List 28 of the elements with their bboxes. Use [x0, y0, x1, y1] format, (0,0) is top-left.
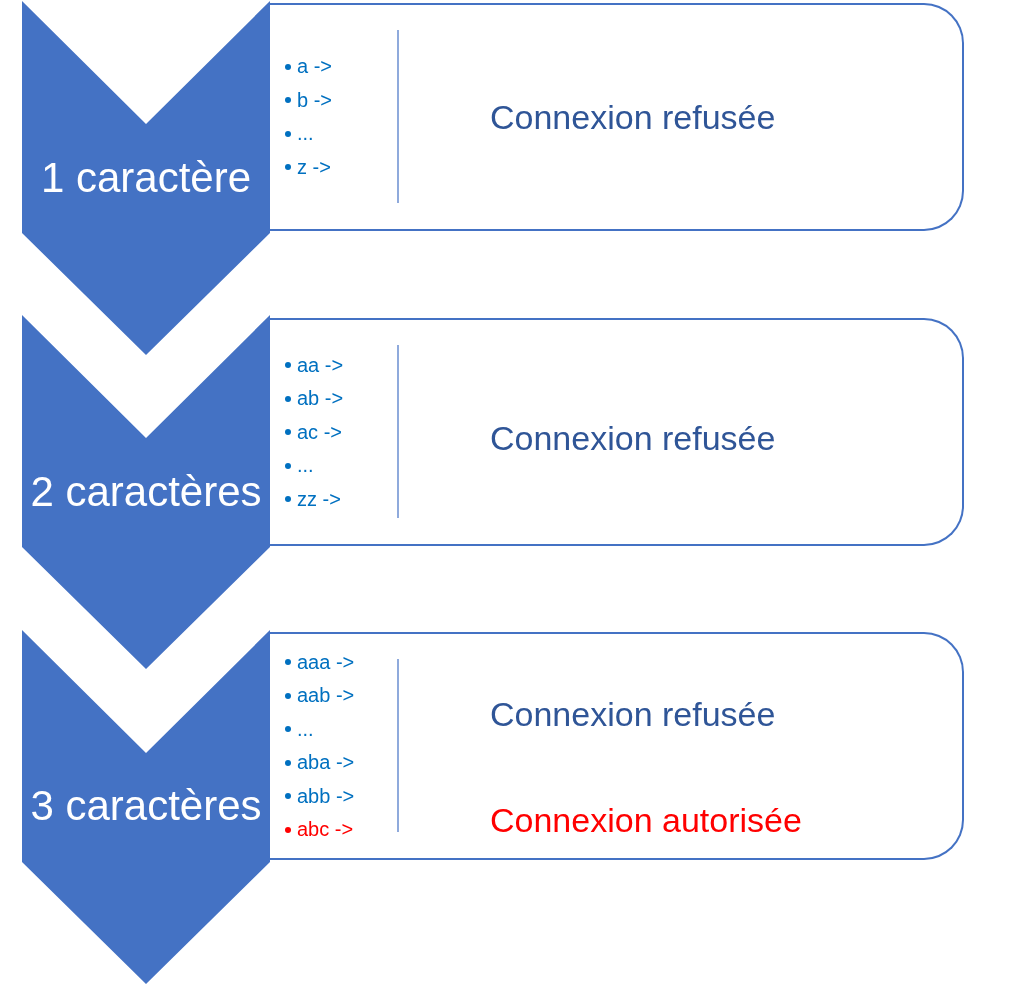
list-item-text: z -> — [297, 155, 331, 179]
status-text: Connexion refusée — [490, 694, 776, 735]
list-item-text: b -> — [297, 88, 333, 112]
list-item-text: ac -> — [297, 420, 343, 444]
list-item-text: ... — [297, 717, 314, 741]
rounded-panel — [270, 632, 964, 860]
list-item-text: abc -> — [297, 818, 354, 842]
list-item-text: ab -> — [297, 387, 344, 410]
rounded-panel — [270, 3, 964, 231]
status-text: Connexion refusée — [490, 97, 776, 138]
step-label: 3 caractères — [30, 782, 262, 830]
status-text: Connexion autorisée — [490, 800, 802, 841]
step-label: 2 caractères — [30, 468, 262, 516]
process-step — [22, 1, 270, 355]
list-item-text: a -> — [297, 55, 333, 79]
list-item-text: aa -> — [297, 353, 344, 377]
status-text: Connexion refusée — [490, 418, 776, 459]
list-item-text: abb -> — [297, 784, 355, 808]
list-item-text: zz -> — [297, 487, 341, 511]
process-step — [22, 630, 270, 984]
list-item-text: aaa -> — [297, 650, 355, 674]
list-item-text: aab -> — [297, 684, 355, 708]
step-label: 1 caractère — [40, 154, 252, 202]
rounded-panel — [270, 318, 964, 546]
list-item-text: aba -> — [297, 751, 355, 775]
list-item-text: ... — [297, 454, 314, 477]
process-step — [22, 315, 270, 669]
list-item-text: ... — [297, 122, 314, 146]
